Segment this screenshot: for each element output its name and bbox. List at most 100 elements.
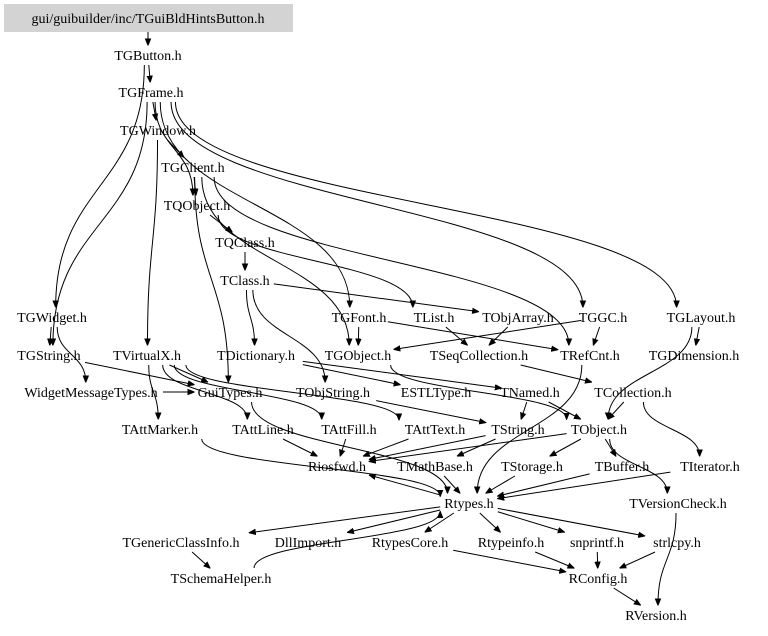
node-tattmarker-h[interactable]: TAttMarker.h <box>122 423 198 438</box>
edge-rtypes-h-to-riosfwd-h <box>369 475 441 496</box>
edge-tstring-h-to-tmathbase-h <box>457 438 496 456</box>
node-tgframe-h[interactable]: TGFrame.h <box>119 86 184 101</box>
node-tattfill-h[interactable]: TAttFill.h <box>321 423 376 438</box>
node-widgetmessagetypes-h[interactable]: WidgetMessageTypes.h <box>24 386 157 401</box>
node-tgwidget-h[interactable]: TGWidget.h <box>17 311 87 326</box>
node-tattline-h[interactable]: TAttLine.h <box>232 423 293 438</box>
node-label: TAttLine.h <box>232 423 293 438</box>
node-tqclass-h[interactable]: TQClass.h <box>215 236 275 251</box>
node-tbuffer-h[interactable]: TBuffer.h <box>595 460 650 475</box>
node-tgobject-h[interactable]: TGObject.h <box>325 349 391 364</box>
edge-tglayout-h-to-tgdimension-h <box>696 326 699 345</box>
node-tvirtualx-h[interactable]: TVirtualX.h <box>113 349 181 364</box>
node-rconfig-h[interactable]: RConfig.h <box>569 572 628 587</box>
node-titerator-h[interactable]: TIterator.h <box>680 460 739 475</box>
node-label: TVirtualX.h <box>113 349 181 364</box>
edge-tobjstring-h-to-tstring-h <box>376 400 485 423</box>
node-label: RVersion.h <box>625 609 687 624</box>
edge-rtypeinfo-h-to-rconfig-h <box>534 551 574 568</box>
node-tgstring-h[interactable]: TGString.h <box>17 349 80 364</box>
edge-tgframe-h-to-tglayout-h <box>174 101 676 307</box>
node-strlcpy-h[interactable]: strlcpy.h <box>653 536 701 551</box>
node-tatttext-h[interactable]: TAttText.h <box>405 423 466 438</box>
edge-tcollection-h-to-tobject-h <box>608 401 625 419</box>
edge-tatttext-h-to-riosfwd-h <box>363 438 409 456</box>
edge-tgbutton-h-to-tgframe-h <box>149 64 150 82</box>
node-label: TList.h <box>414 311 455 326</box>
edge-tgclient-h-to-trefcnt-h <box>213 176 569 345</box>
node-label: TGString.h <box>17 349 80 364</box>
edge-tqobject-h-to-tlist-h <box>217 214 413 307</box>
node-tgenericclassinfo-h[interactable]: TGenericClassInfo.h <box>122 536 239 551</box>
node-snprintf-h[interactable]: snprintf.h <box>570 536 624 551</box>
edge-tgframe-h-to-tggc-h <box>170 101 583 307</box>
edge-tnamed-h-to-tstring-h <box>521 401 528 419</box>
edge-tstring-h-to-riosfwd-h <box>369 435 486 460</box>
node-riosfwd-h[interactable]: Riosfwd.h <box>308 460 366 475</box>
node-tgbutton-h[interactable]: TGButton.h <box>114 49 181 64</box>
node-tdictionary-h[interactable]: TDictionary.h <box>217 349 295 364</box>
node-trefcnt-h[interactable]: TRefCnt.h <box>560 349 620 364</box>
node-tnamed-h[interactable]: TNamed.h <box>500 386 559 401</box>
node-guitypes-h[interactable]: GuiTypes.h <box>198 386 263 401</box>
edge-rtypes-h-to-rtypeinfo-h <box>479 512 500 532</box>
node-label: TGGC.h <box>579 311 628 326</box>
node-gui-guibuilder-inc-tguibldhintsbutton-h[interactable]: gui/guibuilder/inc/TGuiBldHintsButton.h <box>4 4 293 32</box>
node-tglayout-h[interactable]: TGLayout.h <box>667 311 736 326</box>
node-tstorage-h[interactable]: TStorage.h <box>501 460 563 475</box>
node-label: TObjString.h <box>296 386 370 401</box>
edge-tgwidget-h-to-widgetmessagetypes-h <box>56 326 86 382</box>
edge-tobject-h-to-riosfwd-h <box>369 433 567 462</box>
node-dllimport-h[interactable]: DllImport.h <box>275 536 342 551</box>
edge-rconfig-h-to-rversion-h <box>613 587 641 605</box>
node-label: TAttMarker.h <box>122 423 198 438</box>
node-tgwindow-h[interactable]: TGWindow.h <box>120 124 196 139</box>
nodes-layer: gui/guibuilder/inc/TGuiBldHintsButton.hT… <box>4 4 740 624</box>
node-tschemahelper-h[interactable]: TSchemaHelper.h <box>171 572 272 587</box>
node-tobjstring-h[interactable]: TObjString.h <box>296 386 370 401</box>
node-label: TQClass.h <box>215 236 275 251</box>
node-rtypeinfo-h[interactable]: Rtypeinfo.h <box>478 536 545 551</box>
edge-tversioncheck-h-to-rversion-h <box>658 512 677 605</box>
node-rtypescore-h[interactable]: RtypesCore.h <box>372 536 449 551</box>
node-label: TStorage.h <box>501 460 563 475</box>
edge-rtypes-h-to-snprintf-h <box>497 511 564 532</box>
node-tggc-h[interactable]: TGGC.h <box>579 311 628 326</box>
node-label: TGObject.h <box>325 349 391 364</box>
edge-tgwidget-h-to-tgstring-h <box>50 326 51 345</box>
edge-tnamed-h-to-tobject-h <box>548 401 581 419</box>
edge-titerator-h-to-rtypes-h <box>498 471 671 498</box>
node-label: Rtypes.h <box>444 497 493 512</box>
node-tclass-h[interactable]: TClass.h <box>220 274 269 289</box>
node-tobject-h[interactable]: TObject.h <box>571 423 627 438</box>
node-tgfont-h[interactable]: TGFont.h <box>332 311 387 326</box>
edge-tvirtualx-h-to-tattmarker-h <box>148 364 158 419</box>
edge-tstorage-h-to-rtypes-h <box>486 475 516 493</box>
node-label: TSchemaHelper.h <box>171 572 272 587</box>
node-tcollection-h[interactable]: TCollection.h <box>594 386 671 401</box>
node-tobjarray-h[interactable]: TObjArray.h <box>482 311 554 326</box>
edge-rtypescore-h-to-rconfig-h <box>453 549 565 572</box>
edge-tvirtualx-h-to-guitypes-h <box>169 364 207 382</box>
edge-tgfont-h-to-trefcnt-h <box>387 321 558 350</box>
edge-tdictionary-h-to-estltype-h <box>302 364 400 385</box>
node-tstring-h[interactable]: TString.h <box>491 423 544 438</box>
node-tmathbase-h[interactable]: TMathBase.h <box>397 460 473 475</box>
node-label: TVersionCheck.h <box>629 497 727 512</box>
edge-tobjarray-h-to-tseqcollection-h <box>489 326 509 345</box>
node-tseqcollection-h[interactable]: TSeqCollection.h <box>430 349 528 364</box>
node-tlist-h[interactable]: TList.h <box>414 311 455 326</box>
node-rversion-h[interactable]: RVersion.h <box>625 609 687 624</box>
node-tqobject-h[interactable]: TQObject.h <box>164 199 230 214</box>
edge-rtypes-h-to-strlcpy-h <box>497 507 645 536</box>
node-label: TRefCnt.h <box>560 349 620 364</box>
node-tversioncheck-h[interactable]: TVersionCheck.h <box>629 497 727 512</box>
edge-tvirtualx-h-to-tattline-h <box>162 364 248 419</box>
node-estltype-h[interactable]: ESTLType.h <box>401 386 471 401</box>
edge-tattfill-h-to-riosfwd-h <box>340 438 347 456</box>
edge-tgframe-h-to-tgstring-h <box>53 101 148 345</box>
node-rtypes-h[interactable]: Rtypes.h <box>444 497 493 512</box>
edge-tggc-h-to-tgobject-h <box>394 319 582 349</box>
node-tgdimension-h[interactable]: TGDimension.h <box>649 349 740 364</box>
node-tgclient-h[interactable]: TGClient.h <box>161 161 224 176</box>
